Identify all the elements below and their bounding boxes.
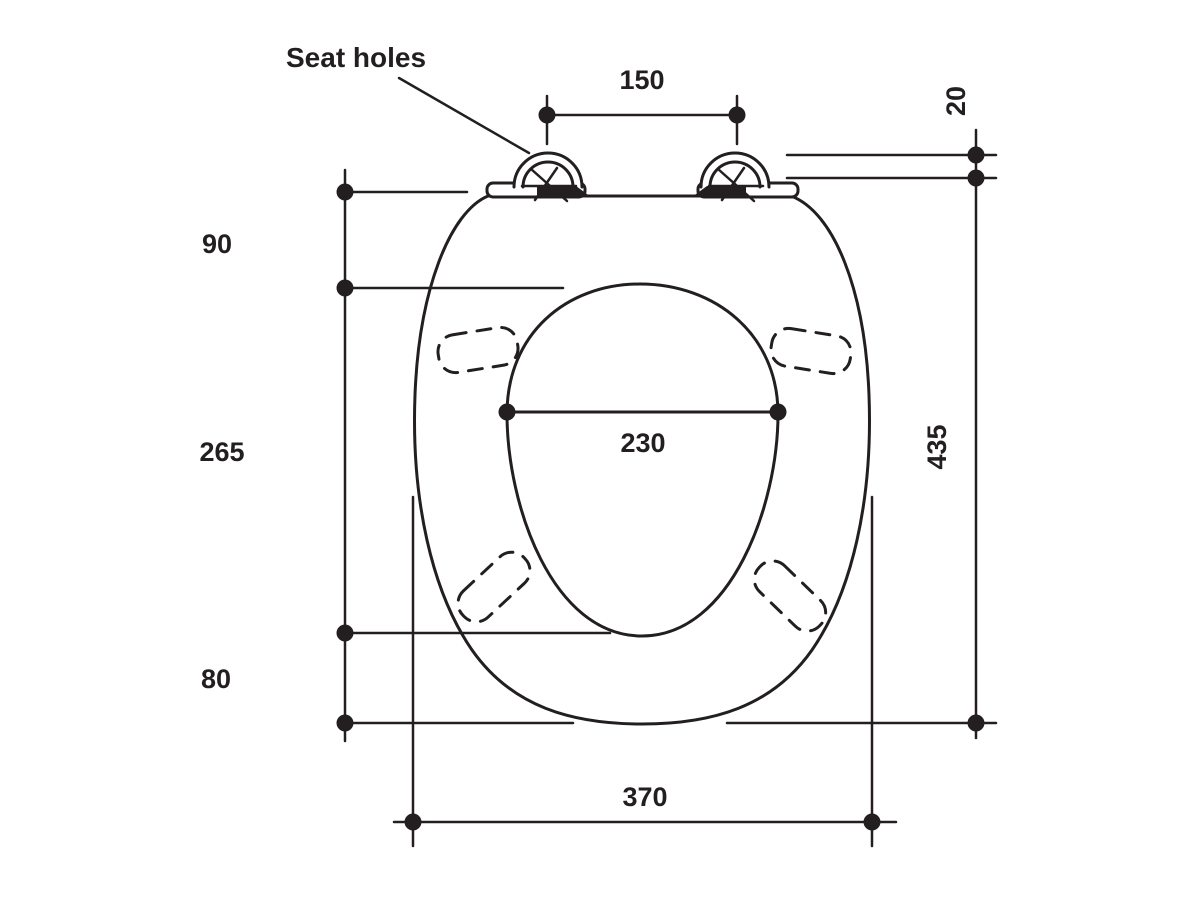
dot-150-left [538, 106, 556, 124]
hinge-left-inner-arc [521, 160, 575, 189]
hinge-left-center-mark-icon [520, 166, 578, 203]
dot-435-bottom [967, 714, 985, 732]
hinge-right-shadow [692, 186, 746, 197]
dim-label-opening-to-front: 80 [201, 664, 231, 694]
hinge-left [485, 151, 591, 203]
seat-holes-leader-line [397, 76, 531, 155]
hinge-left-outer-arc [512, 151, 584, 189]
bumper-bottom-left-icon [456, 550, 532, 624]
dot-370-right [863, 813, 881, 831]
bumper-top-right-icon [769, 326, 853, 376]
hinge-left-shadow [537, 186, 591, 197]
dot-left-seat-top [336, 183, 354, 201]
dim-left-lines [343, 168, 998, 743]
dot-left-opening-top [336, 279, 354, 297]
dot-230-right [769, 403, 787, 421]
dim-label-hinge-height: 20 [941, 86, 971, 116]
labels-group: Seat holes 150 20 90 265 80 230 435 370 [199, 42, 971, 812]
dim-label-overall-width: 370 [622, 782, 667, 812]
seat-outline [413, 194, 871, 726]
bumper-top-left-icon [436, 325, 520, 375]
seat-holes-label: Seat holes [286, 42, 426, 73]
dot-150-right [728, 106, 746, 124]
dimension-dots-group [336, 106, 985, 831]
bumper-bottom-right-icon [752, 559, 828, 633]
dim-370-lines [392, 495, 898, 848]
dim-label-opening-width: 230 [620, 428, 665, 458]
dim-right-lines [785, 128, 998, 740]
dim-label-overall-length: 435 [922, 424, 952, 469]
bumpers-group [436, 325, 853, 633]
seat-opening-outline [505, 282, 780, 638]
dot-20-top [967, 146, 985, 164]
dot-20-bottom [967, 169, 985, 187]
dim-label-top-to-opening: 90 [202, 229, 232, 259]
hinge-right-inner-arc [708, 160, 762, 189]
dot-left-opening-bottom [336, 624, 354, 642]
dot-left-seat-bottom [336, 714, 354, 732]
hinge-right [692, 151, 800, 203]
dim-150-lines [545, 94, 739, 146]
dot-230-left [498, 403, 516, 421]
dot-370-left [404, 813, 422, 831]
linework-group [343, 76, 998, 848]
hinge-right-center-mark-icon [707, 166, 765, 203]
hinge-right-outer-arc [699, 151, 771, 189]
dim-label-hinge-spacing: 150 [619, 65, 664, 95]
dim-label-opening-length: 265 [199, 437, 244, 467]
